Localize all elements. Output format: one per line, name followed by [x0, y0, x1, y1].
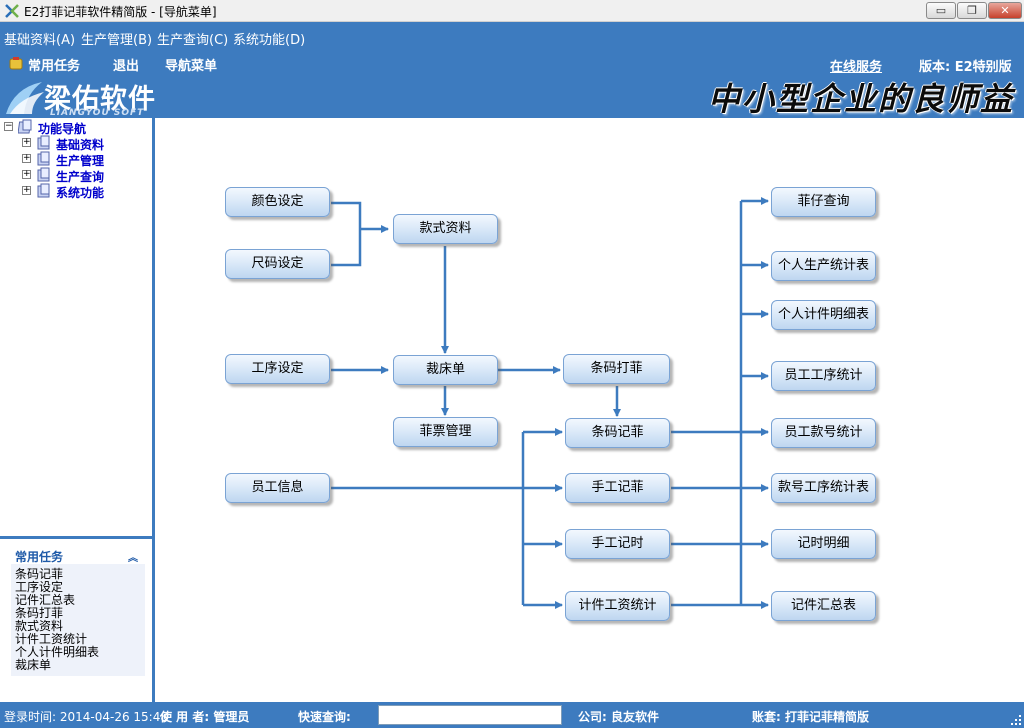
task-link[interactable]: 工序设定 [15, 580, 64, 594]
banner: 常用任务 退出 导航菜单 在线服务 版本: E2特别版 梁佑软件 LIANGYO… [0, 50, 1024, 118]
expand-icon[interactable]: + [22, 185, 31, 195]
menu-basic-data[interactable]: 基础资料(A) [4, 33, 76, 48]
folder-icon [37, 135, 50, 150]
minimize-button[interactable]: ▭ [926, 2, 956, 19]
manual-record-button[interactable]: 手工记菲 [565, 473, 670, 503]
piecework-wage-button[interactable]: 计件工资统计 [565, 591, 670, 621]
expand-icon[interactable]: + [22, 153, 31, 163]
quick-search-label: 快速查询: [298, 710, 351, 724]
ticket-query-button[interactable]: 菲仔查询 [771, 187, 876, 217]
quick-search-input[interactable] [378, 705, 562, 725]
status-bar: 登录时间: 2014-04-26 15:48 使 用 者: 管理员 快速查询: … [0, 702, 1024, 728]
employee-info-button[interactable]: 员工信息 [225, 473, 330, 503]
personal-piecework-detail-button[interactable]: 个人计件明细表 [771, 300, 876, 330]
employee-style-stats-button[interactable]: 员工款号统计 [771, 418, 876, 448]
logo-name-cn: 梁佑软件 [44, 84, 156, 115]
menu-production-management[interactable]: 生产管理(B) [81, 33, 153, 48]
expand-icon[interactable]: + [22, 137, 31, 147]
menu-system-functions[interactable]: 系统功能(D) [233, 33, 306, 48]
company-logo-icon [6, 82, 44, 114]
style-process-stats-button[interactable]: 款号工序统计表 [771, 473, 876, 503]
window-title: E2打菲记菲软件精简版 - [导航菜单] [24, 5, 217, 19]
tree-node-label: 生产管理 [56, 154, 105, 168]
resize-grip-icon[interactable] [1010, 714, 1022, 726]
company-label: 公司: 良友软件 [578, 710, 659, 724]
task-link[interactable]: 条码记菲 [15, 567, 64, 581]
expand-icon[interactable]: + [22, 169, 31, 179]
left-panel: − 功能导航 + 基础资料 + 生产管理 + 生产查询 + 系统功能 常用任务 … [0, 118, 155, 702]
size-settings-button[interactable]: 尺码设定 [225, 249, 330, 279]
chevron-up-icon[interactable]: ︽ [128, 553, 138, 564]
tree-node-label: 生产查询 [56, 170, 105, 184]
common-tasks-button[interactable]: 常用任务 [28, 59, 81, 74]
online-service-link[interactable]: 在线服务 [830, 60, 883, 75]
folder-icon [37, 167, 50, 182]
menu-bar: 基础资料(A) 生产管理(B) 生产查询(C) 系统功能(D) [0, 22, 1024, 50]
style-data-button[interactable]: 款式资料 [393, 214, 498, 244]
tree-node-label: 系统功能 [56, 186, 105, 200]
common-tasks-list: 条码记菲 工序设定 记件汇总表 条码打菲 款式资料 计件工资统计 个人计件明细表… [11, 564, 145, 676]
task-link[interactable]: 条码打菲 [15, 606, 64, 620]
color-settings-button[interactable]: 颜色设定 [225, 187, 330, 217]
folder-icon [37, 183, 50, 198]
folder-icon [18, 119, 32, 134]
cutting-order-button[interactable]: 裁床单 [393, 355, 498, 385]
logo-name-en: LIANGYOU SOFT [50, 108, 145, 118]
task-link[interactable]: 款式资料 [15, 619, 64, 633]
collapse-icon[interactable]: − [4, 121, 13, 131]
folder-icon [37, 151, 50, 166]
barcode-record-button[interactable]: 条码记菲 [565, 418, 670, 448]
maximize-button[interactable]: ❐ [957, 2, 987, 19]
ticket-management-button[interactable]: 菲票管理 [393, 417, 498, 447]
employee-process-stats-button[interactable]: 员工工序统计 [771, 361, 876, 391]
menu-production-query[interactable]: 生产查询(C) [157, 33, 229, 48]
version-label: 版本: E2特别版 [919, 60, 1012, 75]
close-button[interactable]: ✕ [988, 2, 1022, 19]
exit-button[interactable]: 退出 [113, 59, 140, 74]
task-link[interactable]: 裁床单 [15, 658, 52, 672]
nav-menu-button[interactable]: 导航菜单 [165, 59, 218, 74]
navigation-flow-area: 颜色设定 尺码设定 款式资料 工序设定 裁床单 菲票管理 条码打菲 条码记菲 员… [155, 118, 1024, 702]
login-time: 登录时间: 2014-04-26 15:48 [4, 710, 168, 724]
manual-time-button[interactable]: 手工记时 [565, 529, 670, 559]
panel-divider [0, 536, 152, 539]
title-bar: E2打菲记菲软件精简版 - [导航菜单] ▭ ❐ ✕ [0, 0, 1024, 22]
task-link[interactable]: 计件工资统计 [15, 632, 88, 646]
common-tasks-title: 常用任务 [15, 550, 64, 564]
account-set-label: 账套: 打菲记菲精简版 [752, 710, 869, 724]
common-tasks-icon [9, 57, 23, 70]
personal-production-stats-button[interactable]: 个人生产统计表 [771, 251, 876, 281]
barcode-print-button[interactable]: 条码打菲 [563, 354, 670, 384]
task-link[interactable]: 个人计件明细表 [15, 645, 100, 659]
process-settings-button[interactable]: 工序设定 [225, 354, 330, 384]
task-link[interactable]: 记件汇总表 [15, 593, 76, 607]
tree-node-label: 基础资料 [56, 138, 105, 152]
flow-connectors [331, 197, 769, 609]
tree-root-label: 功能导航 [38, 122, 87, 136]
time-detail-button[interactable]: 记时明细 [771, 529, 876, 559]
piecework-summary-button[interactable]: 记件汇总表 [771, 591, 876, 621]
app-icon [5, 4, 19, 18]
current-user: 使 用 者: 管理员 [160, 710, 250, 724]
